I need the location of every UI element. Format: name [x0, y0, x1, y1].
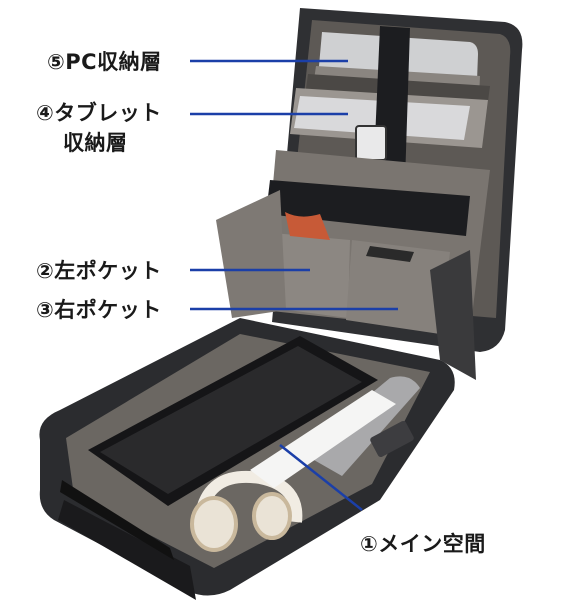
callout-right-pocket: ③右ポケット: [36, 298, 162, 322]
callout-tablet-compartment: ④タブレット: [36, 101, 162, 125]
leader-main: [279, 444, 363, 511]
leader-lines: [190, 59, 398, 511]
callout-pc-compartment: ⑤PC収納層: [47, 50, 162, 74]
side-flap-left: [216, 190, 286, 318]
right-pocket: [346, 240, 450, 334]
buckle-icon: [355, 125, 387, 161]
combination-lock: [370, 420, 414, 458]
callout-tablet-compartment-line2: 収納層: [63, 131, 128, 155]
callout-left-pocket: ②左ポケット: [36, 259, 162, 283]
side-flap-right: [430, 250, 476, 380]
keyboard: [88, 336, 378, 506]
carry-handle: [60, 480, 174, 560]
headphones: [190, 470, 303, 552]
callout-main-space: ①メイン空間: [360, 532, 486, 556]
white-box: [250, 390, 396, 488]
